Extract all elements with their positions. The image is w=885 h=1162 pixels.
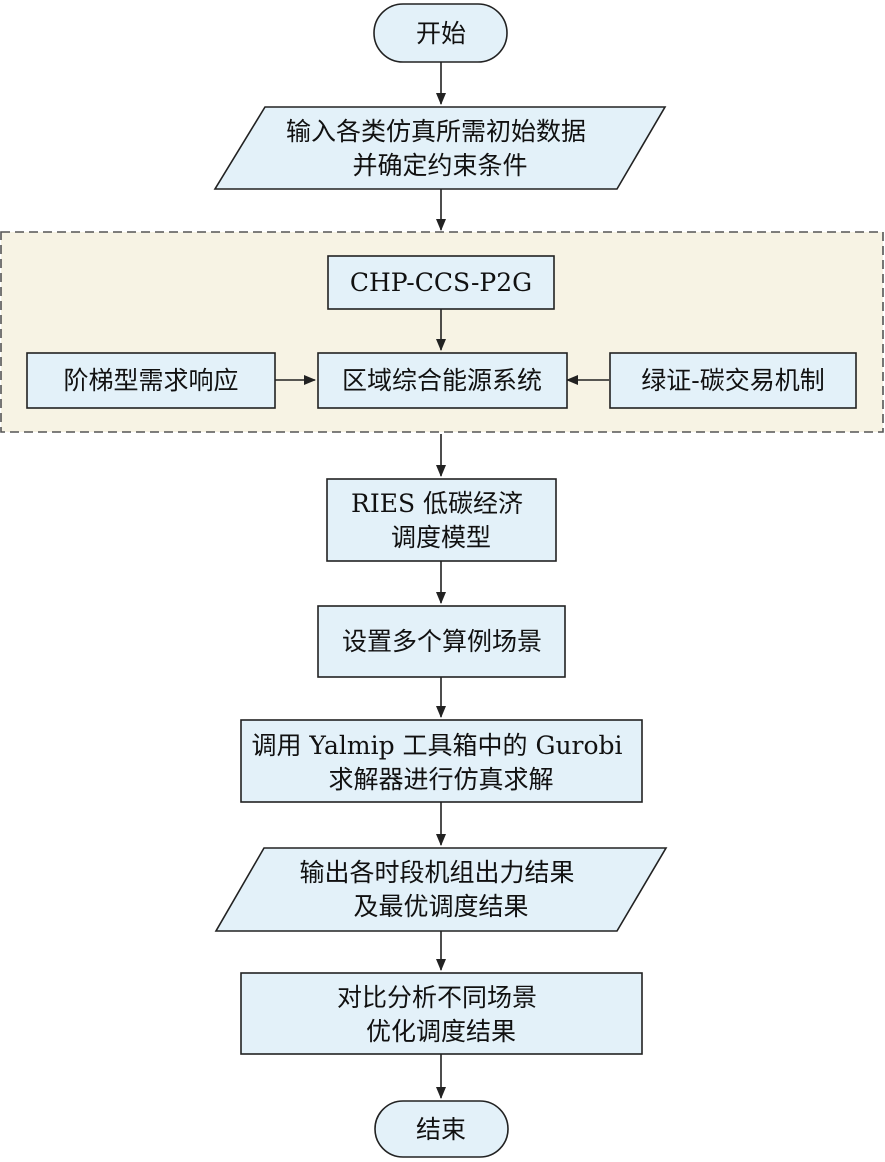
set-scenarios-box bbox=[317, 605, 566, 678]
input-data-parallelogram bbox=[213, 106, 667, 190]
output-label-line-1: 输出各时段机组出力结果 bbox=[300, 858, 575, 887]
start-label: 开始 bbox=[416, 19, 466, 48]
compare-label: 对比分析不同场景 优化调度结果 bbox=[337, 983, 545, 1046]
green-label: 绿证-碳交易机制 bbox=[641, 366, 824, 395]
ries-label: 区域综合能源系统 bbox=[342, 366, 542, 395]
start-terminal bbox=[373, 3, 508, 63]
output-results-parallelogram bbox=[214, 847, 668, 932]
input-label: 输入各类仿真所需初始数据 并确定约束条件 bbox=[286, 117, 594, 180]
end-terminal bbox=[374, 1100, 509, 1158]
chp-label-line: CHP-CCS-P2G bbox=[350, 268, 532, 297]
connectors bbox=[275, 62, 609, 1099]
green-label-line: 绿证-碳交易机制 bbox=[641, 366, 824, 395]
solver-box bbox=[240, 719, 643, 803]
ries-system-box bbox=[317, 352, 568, 409]
solve-label: 调用 Yalmip 工具箱中的 Gurobi 求解器进行仿真求解 bbox=[251, 731, 630, 794]
model-label: RIES 低碳经济 调度模型 bbox=[351, 489, 531, 552]
compare-label-line-1: 对比分析不同场景 bbox=[337, 983, 537, 1012]
chp-ccs-p2g-box bbox=[327, 255, 555, 310]
scenes-label: 设置多个算例场景 bbox=[342, 627, 542, 656]
input-label-line-2: 并确定约束条件 bbox=[352, 151, 527, 180]
demand-label-line: 阶梯型需求响应 bbox=[63, 366, 238, 395]
end-label-line: 结束 bbox=[416, 1115, 466, 1144]
output-label: 输出各时段机组出力结果 及最优调度结果 bbox=[300, 858, 583, 921]
input-label-line-1: 输入各类仿真所需初始数据 bbox=[286, 117, 586, 146]
compare-results-box bbox=[240, 972, 643, 1055]
scenes-label-line: 设置多个算例场景 bbox=[342, 627, 542, 656]
solve-label-line-1: 调用 Yalmip 工具箱中的 Gurobi bbox=[251, 731, 622, 760]
start-label-line: 开始 bbox=[416, 19, 466, 48]
end-label: 结束 bbox=[416, 1115, 466, 1144]
demand-response-box bbox=[26, 352, 276, 409]
chp-label: CHP-CCS-P2G bbox=[350, 268, 532, 297]
green-carbon-box bbox=[609, 352, 857, 409]
low-carbon-model-box bbox=[326, 478, 557, 562]
compare-label-line-2: 优化调度结果 bbox=[366, 1017, 516, 1046]
solve-label-line-2: 求解器进行仿真求解 bbox=[328, 765, 553, 794]
model-label-line-1: RIES 低碳经济 bbox=[351, 489, 523, 518]
model-label-line-2: 调度模型 bbox=[391, 523, 491, 552]
output-label-line-2: 及最优调度结果 bbox=[353, 892, 528, 921]
ries-label-line: 区域综合能源系统 bbox=[342, 366, 542, 395]
demand-label: 阶梯型需求响应 bbox=[63, 366, 238, 395]
